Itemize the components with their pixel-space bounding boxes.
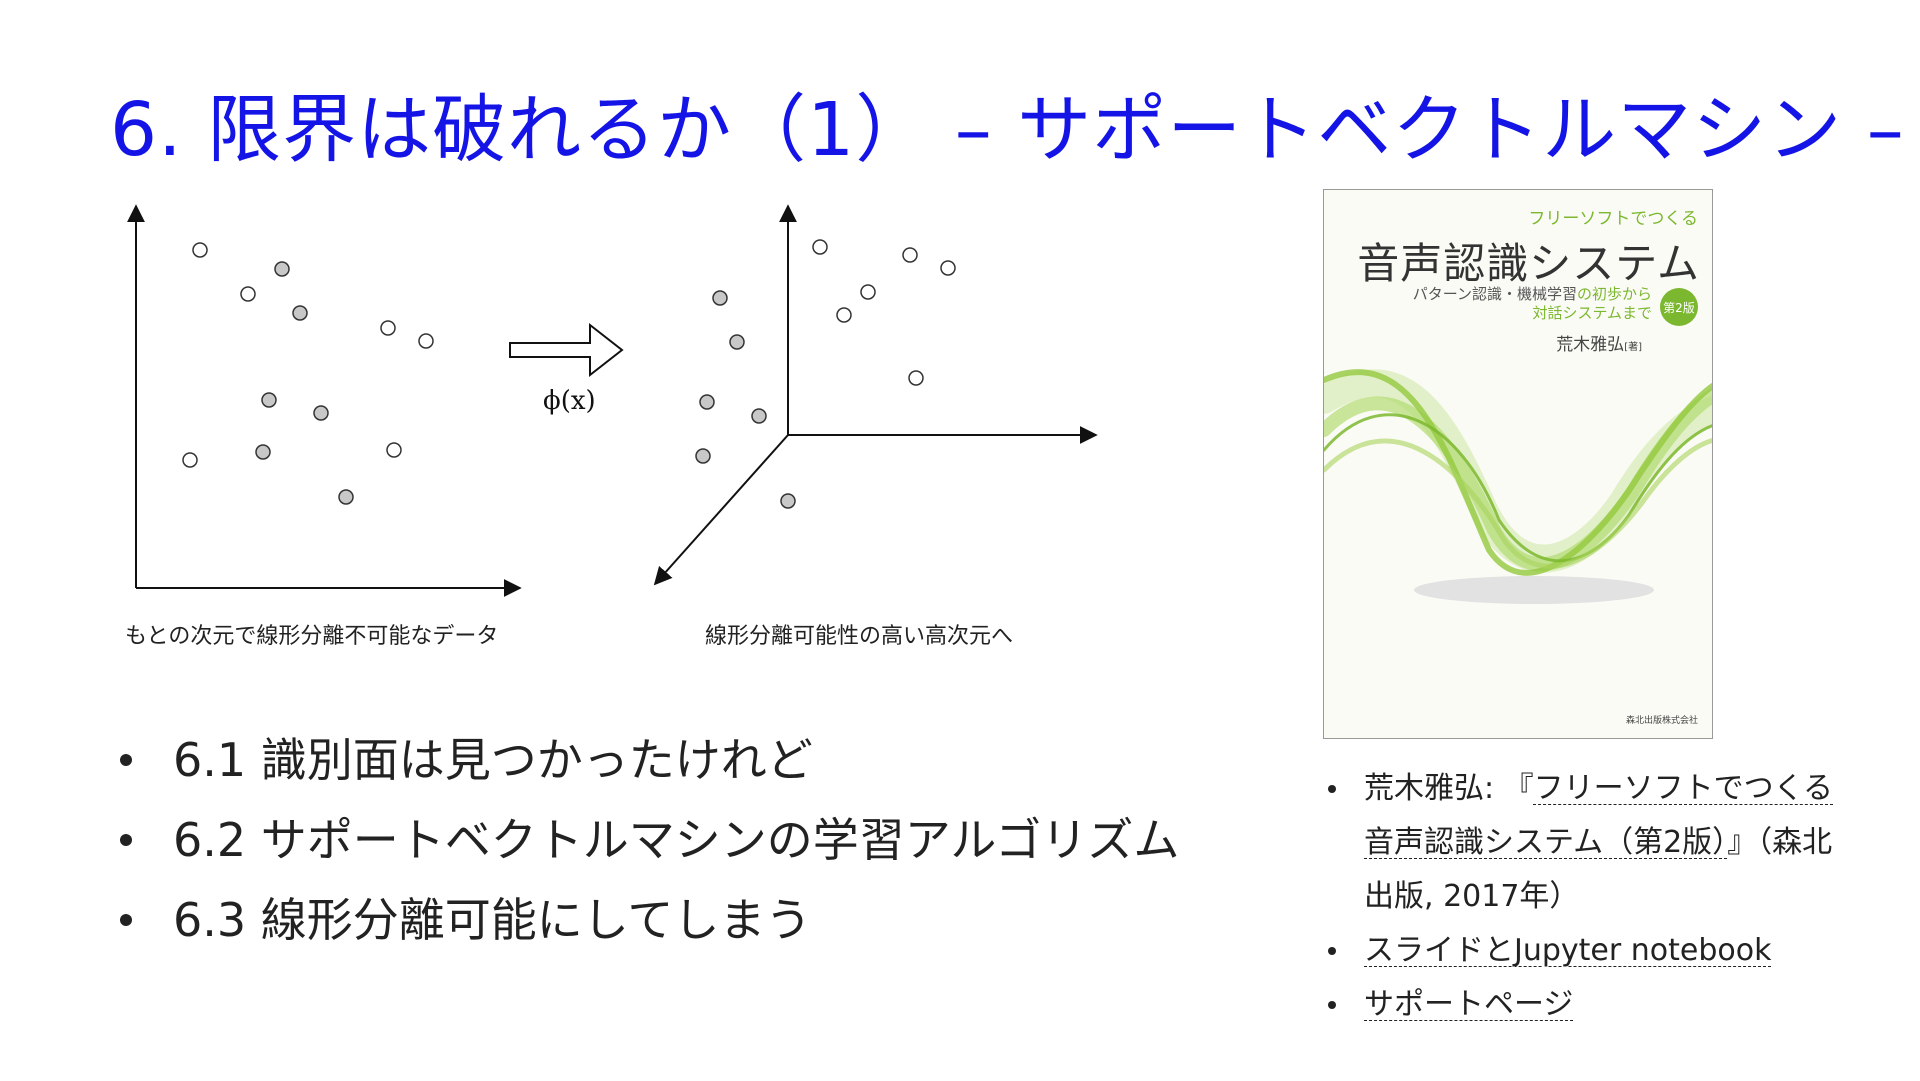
section-item: 6.1 識別面は見つかったけれど [118,720,1179,800]
green-wave-graphic [1324,369,1712,604]
book-subtitle-line1: パターン認識・機械学習の初歩から [1413,283,1652,304]
book-author-role: [著] [1624,342,1642,353]
book-subtitle-line2: 対話システムまで [1532,304,1652,322]
mapping-arrow [509,322,624,378]
reference-item-book-line3: 出版, 2017年） [1364,879,1580,914]
right-axes [653,204,1098,586]
book-author-name: 荒木雅弘 [1556,335,1625,355]
slide-title: 6. 限界は破れるか（1） – サポートベクトルマシン – [110,87,1905,173]
section-item: 6.2 サポートベクトルマシンの学習アルゴリズム [118,800,1179,880]
right-gray-points [695,290,796,509]
section-item: 6.3 線形分離可能にしてしまう [118,880,1179,960]
support-page-link[interactable]: サポートページ [1364,987,1574,1022]
book-author: 荒木雅弘[著] [1556,330,1642,355]
reference-item-support: サポートページ [1326,978,1846,1032]
ref-tail: 』（森北 [1727,825,1833,860]
reference-item-book: 荒木雅弘: 『フリーソフトでつくる [1326,762,1846,816]
book-edition-badge: 第2版 [1660,288,1698,326]
ref-author: 荒木雅弘: 『 [1364,771,1534,806]
reference-item-book-line2: 音声認識システム（第2版）』（森北 [1326,816,1846,870]
book-title-link-line2[interactable]: 音声認識システム（第2版） [1364,825,1728,860]
left-axes [127,204,522,597]
book-subtitle-part: パターン認識・機械学習 [1412,285,1577,303]
book-cover-image: フリーソフトでつくる 音声認識システム パターン認識・機械学習の初歩から 対話シ… [1323,189,1713,739]
book-publisher: 森北出版株式会社 [1625,716,1698,726]
book-main-title: 音声認識システム [1357,239,1700,288]
book-title-link[interactable]: フリーソフトでつくる [1533,771,1834,806]
right-white-points [812,239,956,386]
right-caption: 線形分離可能性の高い高次元へ [705,624,1014,649]
left-gray-points [255,261,354,505]
slides-notebook-link[interactable]: スライドとJupyter notebook [1364,933,1772,968]
left-caption: もとの次元で線形分離不可能なデータ [125,624,499,649]
left-white-points [182,242,434,468]
section-list: 6.1 識別面は見つかったけれど 6.2 サポートベクトルマシンの学習アルゴリズ… [118,720,1179,960]
book-top-line: フリーソフトでつくる [1528,209,1698,229]
book-subtitle-accent: の初歩から [1576,285,1652,303]
reference-item-slides: スライドとJupyter notebook [1326,924,1846,978]
feature-mapping-diagram: ϕ(x) [127,204,1098,597]
phi-label: ϕ(x) [543,386,596,416]
reference-list: 荒木雅弘: 『フリーソフトでつくる 音声認識システム（第2版）』（森北 出版, … [1326,762,1846,1032]
